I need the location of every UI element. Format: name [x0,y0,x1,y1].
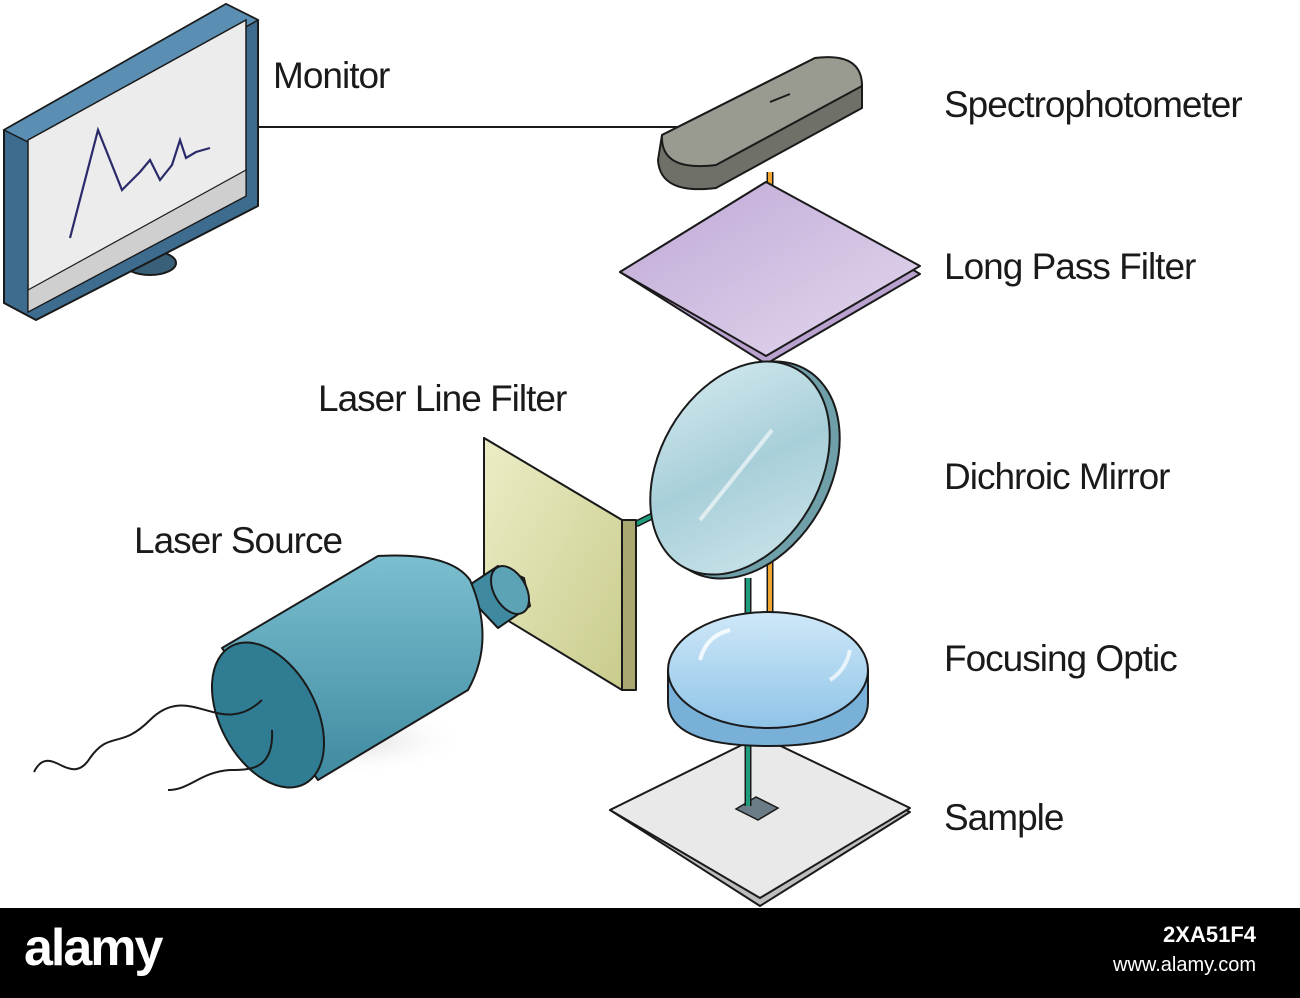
sample-plate [609,735,911,907]
laser-source [210,554,531,789]
spectrum-plot-line [68,126,211,239]
spectrophotometer-label: Spectrophotometer [944,84,1242,125]
focusing-optic-label: Focusing Optic [944,638,1177,679]
raman-spectroscopy-diagram: Monitor Spectrophotometer Long Pass Filt… [2,3,1243,907]
monitor-label: Monitor [273,55,390,96]
laser-source-label: Laser Source [134,520,342,561]
alamy-logo: alamy [24,919,163,977]
footer-meta: 2XA51F4 www.alamy.com [1113,922,1256,977]
dichroic-mirror [649,360,841,580]
long-pass-filter [619,181,921,365]
laser-line-filter-label: Laser Line Filter [318,378,567,419]
laser-line-filter [483,437,637,691]
watermark-footer: alamy 2XA51F4 www.alamy.com [0,908,1300,998]
spectrophotometer [657,56,863,191]
laser-power-cables [33,699,274,791]
dichroic-mirror-label: Dichroic Mirror [944,456,1170,497]
monitor [2,3,260,321]
focusing-optic [667,611,869,748]
sample-label: Sample [944,797,1063,838]
long-pass-filter-label: Long Pass Filter [944,246,1196,287]
footer-url[interactable]: www.alamy.com [1113,954,1256,976]
image-id: 2XA51F4 [1163,922,1256,947]
